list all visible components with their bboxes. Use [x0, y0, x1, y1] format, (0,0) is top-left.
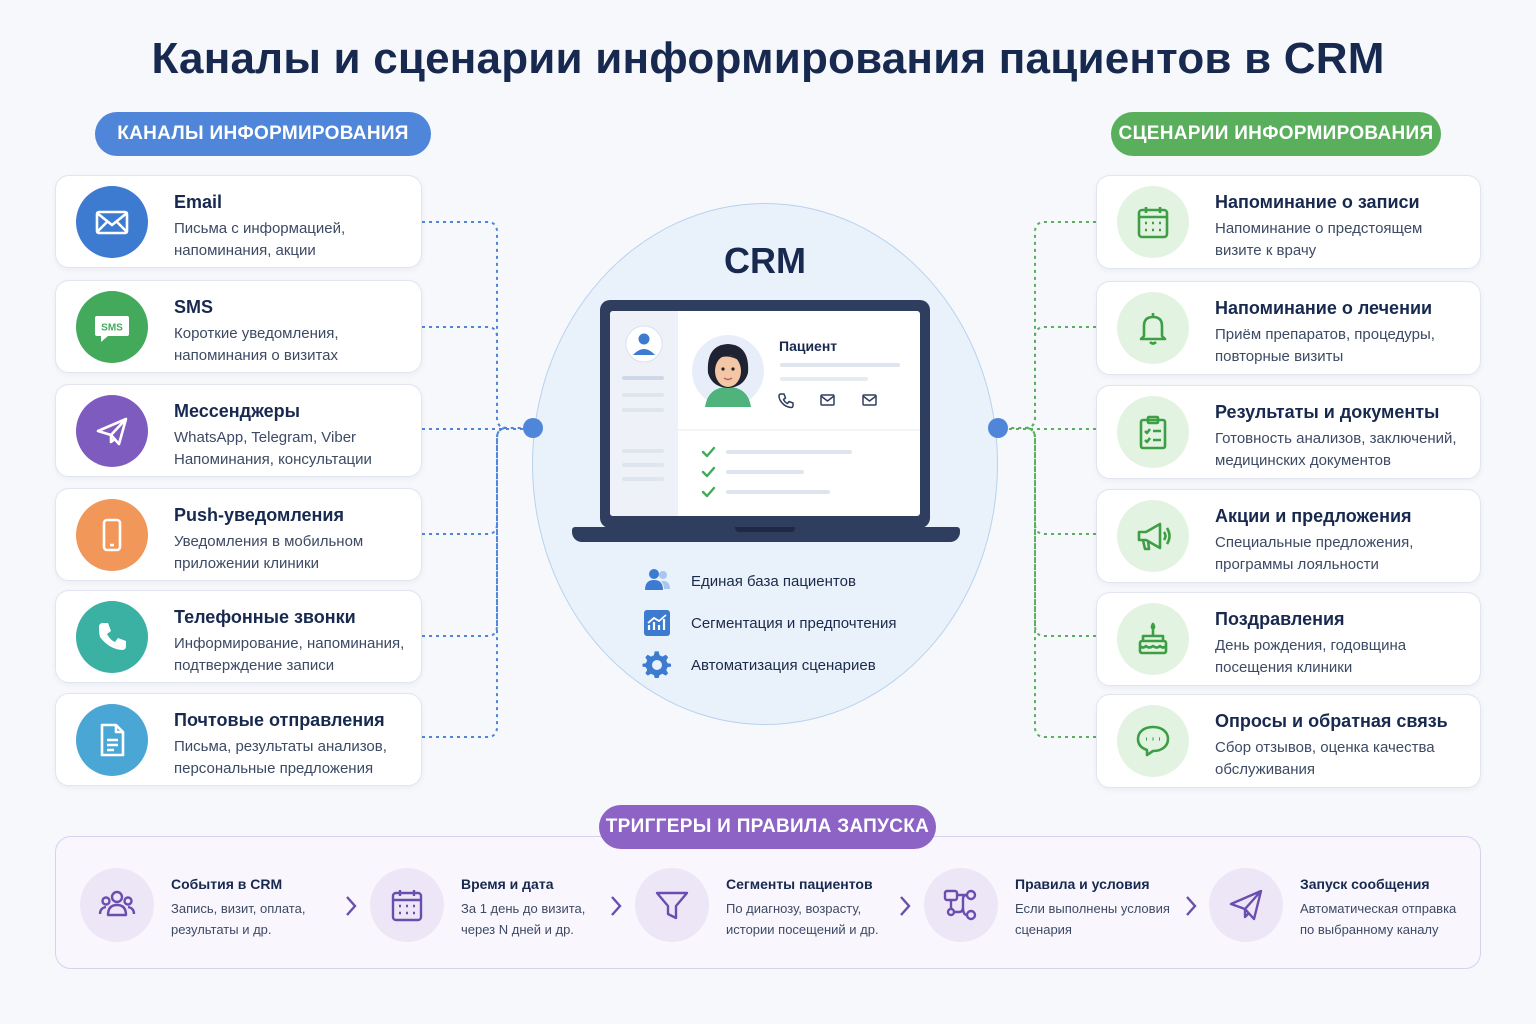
- channel-title: Email: [174, 192, 223, 212]
- patient-avatar: [692, 335, 764, 407]
- trigger-title: Сегменты пациентов: [726, 876, 873, 892]
- scenario-desc: День рождения, годовщина посещения клини…: [1215, 637, 1407, 676]
- chart-icon: [644, 610, 670, 636]
- scenario-desc: Приём препаратов, процедуры, повторные в…: [1215, 326, 1435, 365]
- page-title: Каналы и сценарии информирования пациент…: [151, 34, 1385, 83]
- email-icon: [76, 185, 148, 258]
- chevron-right-icon: [1186, 896, 1197, 916]
- clipboard-icon: [1117, 396, 1189, 468]
- crm-feature-database: Единая база пациентов: [642, 566, 856, 596]
- filter-icon: [635, 868, 709, 942]
- channels-header: КАНАЛЫ ИНФОРМИРОВАНИЯ: [95, 112, 431, 156]
- crm-feature-text: Единая база пациентов: [691, 572, 856, 590]
- sms-icon: SMS: [76, 290, 148, 363]
- scenario-title: Напоминание о лечении: [1215, 298, 1433, 318]
- channel-desc: WhatsApp, Telegram, Viber Напоминания, к…: [174, 429, 372, 468]
- trigger-desc: Автоматическая отправка по выбранному ка…: [1300, 901, 1457, 937]
- gear-icon: [642, 651, 671, 679]
- trigger-title: События в CRM: [171, 876, 283, 892]
- chat-icon: [1117, 705, 1189, 777]
- laptop-base: [572, 527, 960, 542]
- sms-badge-text: SMS: [101, 322, 123, 333]
- megaphone-icon: [1117, 500, 1189, 572]
- chevron-right-icon: [611, 896, 622, 916]
- check-icons: [701, 446, 716, 498]
- channel-card-sms: SMS SMS Короткие уведомления, напоминания…: [55, 280, 422, 373]
- chevron-right-icon: [346, 896, 357, 916]
- crm-label: CRM: [724, 240, 806, 281]
- channel-desc: Уведомления в мобильном приложении клини…: [174, 533, 364, 572]
- scenario-title: Акции и предложения: [1215, 506, 1412, 526]
- patient-label: Пациент: [779, 338, 838, 354]
- channel-title: Почтовые отправления: [174, 710, 385, 730]
- users-icon: [645, 569, 670, 590]
- smartphone-icon: [76, 498, 148, 571]
- scenario-title: Результаты и документы: [1215, 402, 1440, 422]
- scenario-desc: Сбор отзывов, оценка качества обслуживан…: [1215, 739, 1435, 778]
- scenario-desc: Готовность анализов, заключений, медицин…: [1215, 430, 1457, 469]
- channel-desc: Письма, результаты анализов, персональны…: [174, 738, 387, 777]
- channel-desc: Письма с информацией, напоминания, акции: [174, 220, 346, 259]
- paper-plane-icon: [76, 394, 148, 467]
- scenario-desc: Специальные предложения, программы лояль…: [1215, 534, 1414, 573]
- triggers-header: ТРИГГЕРЫ И ПРАВИЛА ЗАПУСКА: [599, 805, 936, 849]
- email-icon: [862, 394, 877, 406]
- connector-node-right: [988, 418, 1008, 438]
- scenario-title: Опросы и обратная связь: [1215, 711, 1448, 731]
- cake-icon: [1117, 603, 1189, 675]
- flow-icon: [924, 868, 998, 942]
- chevron-right-icon: [900, 896, 911, 916]
- channel-desc: Короткие уведомления, напоминания о визи…: [174, 325, 339, 364]
- scenario-title: Поздравления: [1215, 609, 1345, 629]
- scenarios-header: СЦЕНАРИИ ИНФОРМИРОВАНИЯ: [1111, 112, 1441, 156]
- crm-feature-text: Сегментация и предпочтения: [691, 614, 897, 632]
- channel-title: Телефонные звонки: [174, 607, 356, 627]
- trigger-title: Время и дата: [461, 876, 554, 892]
- paper-plane-icon: [1209, 868, 1283, 942]
- channel-title: Мессенджеры: [174, 401, 300, 421]
- scenario-desc: Напоминание о предстоящем визите к врачу: [1215, 220, 1423, 259]
- trigger-title: Запуск сообщения: [1300, 876, 1430, 892]
- bell-icon: [1117, 292, 1189, 364]
- phone-icon: [76, 600, 148, 673]
- trigger-desc: Если выполнены условия сценария: [1015, 901, 1170, 937]
- crm-feature-segmentation: Сегментация и предпочтения: [642, 608, 896, 638]
- crm-screen-content: [622, 325, 920, 498]
- laptop-notch: [735, 527, 795, 532]
- crm-feature-automation: Автоматизация сценариев: [642, 650, 876, 680]
- document-icon: [76, 703, 148, 776]
- crm-feature-text: Автоматизация сценариев: [691, 656, 876, 674]
- users-icon: [80, 868, 154, 942]
- connector-node-left: [523, 418, 543, 438]
- channel-title: Push-уведомления: [174, 505, 344, 525]
- channel-title: SMS: [174, 297, 214, 317]
- channel-desc: Информирование, напоминания, подтвержден…: [174, 635, 405, 674]
- calendar-icon: [1117, 186, 1189, 258]
- user-icon: [625, 325, 663, 363]
- calendar-icon: [370, 868, 444, 942]
- trigger-desc: Запись, визит, оплата, результаты и др.: [171, 901, 306, 937]
- trigger-title: Правила и условия: [1015, 876, 1150, 892]
- email-icon: [820, 394, 835, 406]
- trigger-desc: По диагнозу, возрасту, истории посещений…: [726, 901, 879, 937]
- phone-icon: [778, 393, 794, 409]
- trigger-desc: За 1 день до визита, через N дней и др.: [461, 901, 586, 937]
- scenario-title: Напоминание о записи: [1215, 192, 1420, 212]
